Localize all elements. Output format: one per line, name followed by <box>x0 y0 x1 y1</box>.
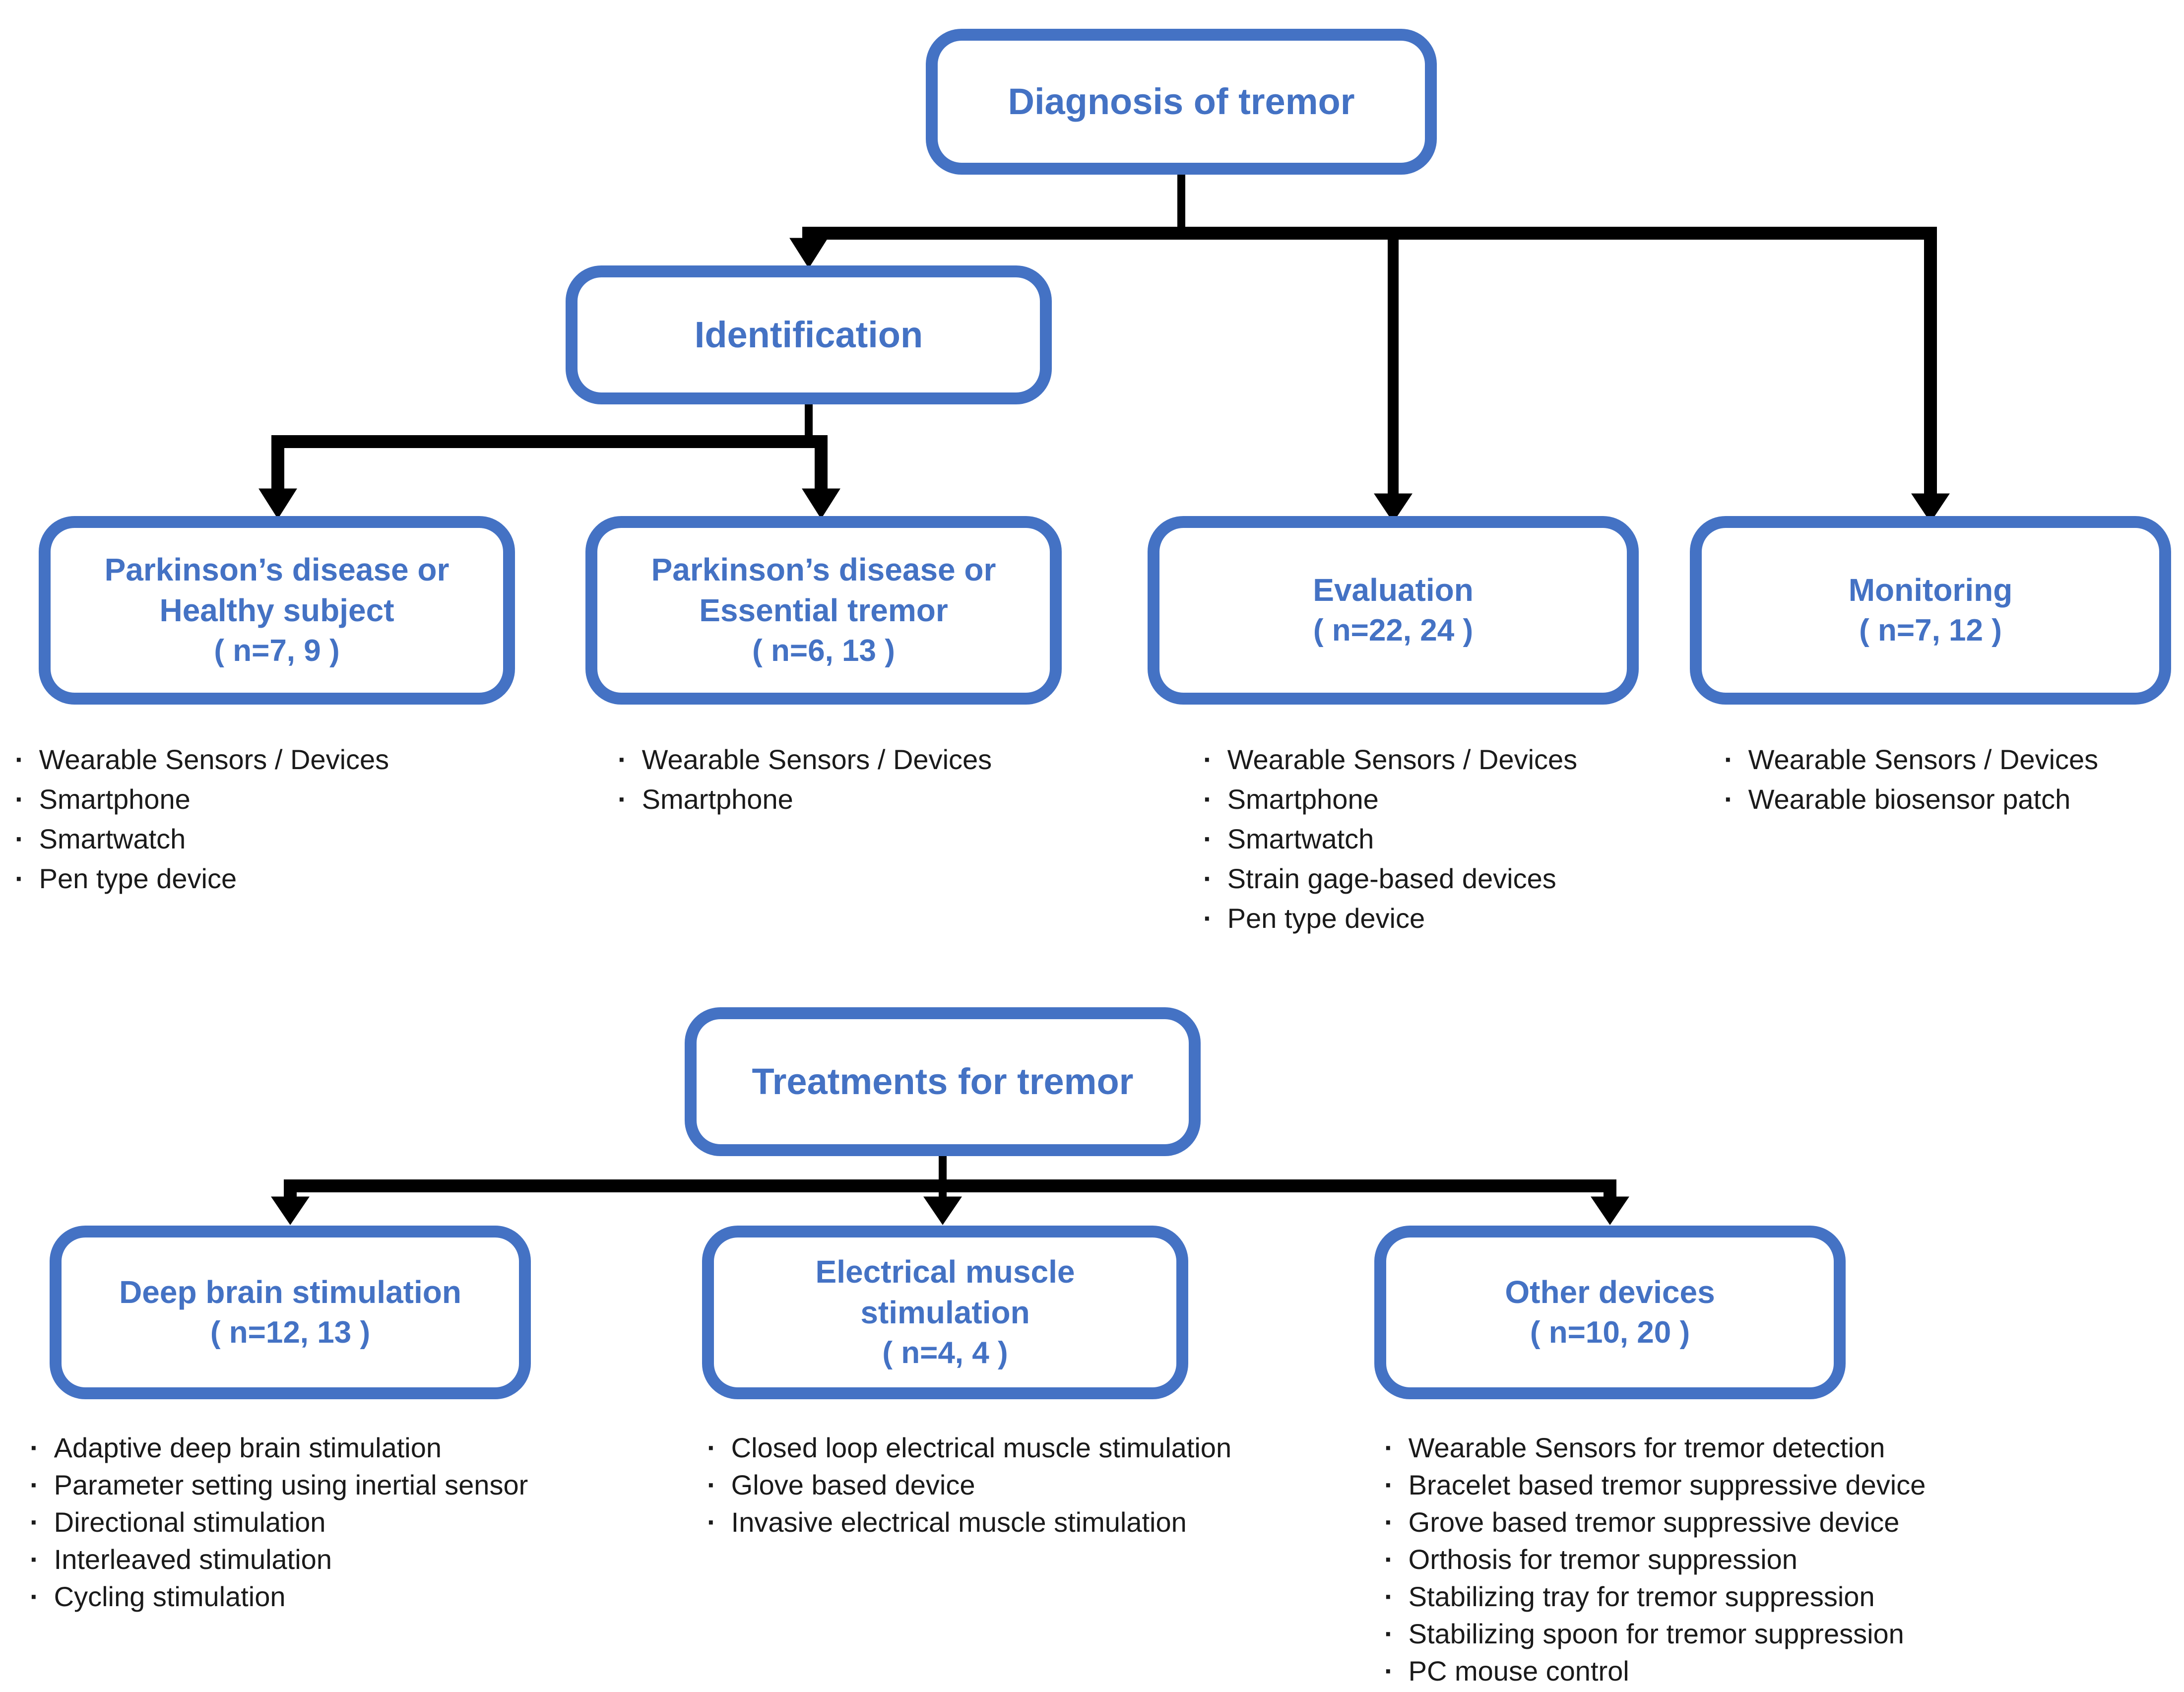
bullet-list-electrical-muscle: Closed loop electrical muscle stimulatio… <box>707 1429 1231 1541</box>
bullet-item: Glove based device <box>707 1466 1231 1503</box>
box-diagnosis-of-tremor: Diagnosis of tremor <box>926 29 1437 175</box>
box-title: Identification <box>694 314 923 355</box>
bullet-item: Interleaved stimulation <box>30 1541 528 1578</box>
arrowhead-healthy <box>258 488 297 519</box>
box-title-line: Electrical muscle <box>815 1254 1075 1290</box>
bullet-item: Directional stimulation <box>30 1503 528 1541</box>
bullet-item: Wearable Sensors / Devices <box>1203 739 1578 779</box>
arrowhead-identification <box>789 238 828 268</box>
box-title-line: Parkinson’s disease or <box>104 552 450 587</box>
box-n-label: ( n=12, 13 ) <box>210 1315 371 1350</box>
box-parkinsons-or-healthy: Parkinson’s disease or Healthy subject (… <box>39 516 515 705</box>
box-title-line: Deep brain stimulation <box>119 1274 461 1310</box>
box-electrical-muscle-stimulation: Electrical muscle stimulation ( n=4, 4 ) <box>702 1226 1188 1399</box>
box-title-line: Evaluation <box>1313 572 1474 608</box>
box-title-line: Essential tremor <box>699 592 948 628</box>
bullet-item: Smartwatch <box>1203 819 1577 858</box>
box-n-label: ( n=7, 9 ) <box>214 634 340 668</box>
box-treatments-for-tremor: Treatments for tremor <box>685 1007 1201 1156</box>
box-parkinsons-or-essential: Parkinson’s disease or Essential tremor … <box>585 516 1062 705</box>
bullet-item: Cycling stimulation <box>30 1578 528 1615</box>
arrowhead-essential <box>802 488 840 519</box>
arrowhead-deep-brain <box>271 1196 310 1225</box>
bullet-item: Wearable Sensors / Devices <box>618 739 992 779</box>
bullet-item: Pen type device <box>15 858 389 898</box>
bullet-list-monitoring: Wearable Sensors / Devices Wearable bios… <box>1724 739 2099 819</box>
box-title-line: Healthy subject <box>159 592 394 628</box>
box-deep-brain-stimulation: Deep brain stimulation ( n=12, 13 ) <box>50 1226 531 1399</box>
arrowhead-other-devices <box>1591 1196 1629 1225</box>
bullet-item: Stabilizing tray for tremor suppression <box>1384 1578 1926 1615</box>
bullet-item: Invasive electrical muscle stimulation <box>707 1503 1231 1541</box>
box-n-label: ( n=4, 4 ) <box>882 1336 1008 1370</box>
bullet-list-parkinsons-or-essential: Wearable Sensors / Devices Smartphone <box>618 739 992 819</box>
box-monitoring: Monitoring ( n=7, 12 ) <box>1690 516 2171 705</box>
box-identification: Identification <box>566 265 1052 404</box>
bullet-item: Wearable Sensors / Devices <box>1724 739 2099 779</box>
bullet-item: Closed loop electrical muscle stimulatio… <box>707 1429 1231 1466</box>
bullet-list-parkinsons-or-healthy: Wearable Sensors / Devices Smartphone Sm… <box>15 739 389 898</box>
bullet-item: Smartphone <box>618 779 992 819</box>
bullet-item: Wearable biosensor patch <box>1724 779 2098 819</box>
bullet-item: Orthosis for tremor suppression <box>1384 1541 1926 1578</box>
box-n-label: ( n=6, 13 ) <box>752 634 895 668</box>
bullet-list-evaluation: Wearable Sensors / Devices Smartphone Sm… <box>1203 739 1578 938</box>
box-title-line: Monitoring <box>1848 572 2013 608</box>
bullet-item: Bracelet based tremor suppressive device <box>1384 1466 1926 1503</box>
arrowhead-monitoring <box>1911 493 1950 522</box>
bullet-item: Pen type device <box>1203 898 1577 938</box>
bullet-item: Wearable Sensors / Devices <box>15 739 389 779</box>
box-n-label: ( n=22, 24 ) <box>1313 613 1474 648</box>
bullet-item: Smartwatch <box>15 819 389 858</box>
box-other-devices: Other devices ( n=10, 20 ) <box>1374 1226 1846 1399</box>
bullet-item: Stabilizing spoon for tremor suppression <box>1384 1615 1926 1652</box>
bullet-item: Smartphone <box>1203 779 1577 819</box>
bullet-item: Adaptive deep brain stimulation <box>30 1429 528 1466</box>
box-title: Diagnosis of tremor <box>1008 81 1355 122</box>
box-n-label: ( n=10, 20 ) <box>1530 1315 1690 1350</box>
box-title-line: Parkinson’s disease or <box>651 552 996 587</box>
box-n-label: ( n=7, 12 ) <box>1859 613 2002 648</box>
box-title-line: stimulation <box>860 1295 1030 1330</box>
bullet-item: Grove based tremor suppressive device <box>1384 1503 1926 1541</box>
bullet-item: PC mouse control <box>1384 1652 1926 1690</box>
box-title: Treatments for tremor <box>752 1061 1134 1102</box>
bullet-item: Parameter setting using inertial sensor <box>30 1466 528 1503</box>
box-title-line: Other devices <box>1505 1274 1715 1310</box>
arrowhead-electrical <box>923 1196 962 1225</box>
bullet-list-deep-brain: Adaptive deep brain stimulation Paramete… <box>30 1429 528 1615</box>
box-evaluation: Evaluation ( n=22, 24 ) <box>1148 516 1639 705</box>
bullet-item: Strain gage-based devices <box>1203 858 1577 898</box>
arrowhead-evaluation <box>1374 493 1413 522</box>
bullet-item: Wearable Sensors for tremor detection <box>1384 1429 1926 1466</box>
bullet-list-other-devices: Wearable Sensors for tremor detection Br… <box>1384 1429 1926 1690</box>
bullet-item: Smartphone <box>15 779 389 819</box>
